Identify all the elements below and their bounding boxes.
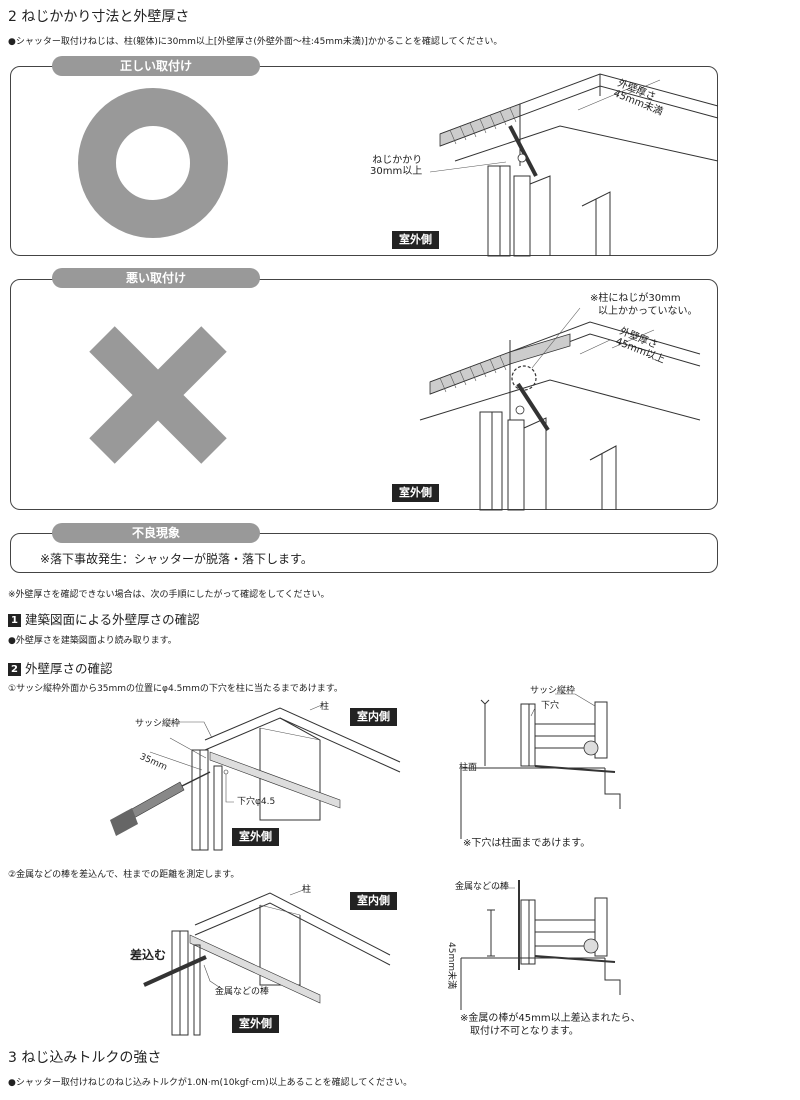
wrong-installation-diagram bbox=[419, 307, 701, 511]
step-2-heading: 2 外壁厚さの確認 bbox=[8, 658, 113, 677]
drill-diagram bbox=[110, 703, 401, 851]
drill-hole-label: 下穴φ4.5 bbox=[237, 797, 276, 807]
rod-insert-rod-label: 金属などの棒 bbox=[215, 987, 270, 997]
section-2-description: ●シャッター取付けねじは、柱(躯体)に30mm以上[外壁厚さ(外壁外面〜柱:45… bbox=[8, 37, 503, 47]
correct-installation-pill: 正しい取付け bbox=[52, 56, 260, 76]
section-3-heading: 3 ねじ込みトルクの強さ bbox=[8, 1050, 162, 1066]
step-2-sub1: ①サッシ縦枠外面から35mmの位置にφ4.5mmの下穴を柱に当たるまであけます。 bbox=[8, 684, 343, 694]
hole-section-sash-label: サッシ縦枠 bbox=[530, 686, 576, 696]
section-3-description: ●シャッター取付けねじのねじ込みトルクが1.0N·m(10kgf·cm)以上ある… bbox=[8, 1078, 413, 1088]
hole-section-diagram bbox=[460, 693, 621, 839]
wrong-installation-pill: 悪い取付け bbox=[52, 268, 260, 288]
step-2-number: 2 bbox=[8, 663, 21, 676]
correct-screw-label: ねじかかり 30mm以上 bbox=[370, 155, 422, 177]
correct-circle-icon bbox=[78, 88, 228, 238]
rod-section-note: ※金属の棒が45mm以上差込まれたら、 取付け不可となります。 bbox=[460, 1012, 641, 1038]
drill-inside-label: 室内側 bbox=[350, 708, 397, 726]
defect-pill: 不良現象 bbox=[52, 523, 260, 543]
step-1-number: 1 bbox=[8, 614, 21, 627]
section-2-heading: 2 ねじかかり寸法と外壁厚さ bbox=[8, 9, 190, 25]
drill-sash-label: サッシ縦枠 bbox=[135, 719, 181, 729]
rod-insert-action-label: 差込む bbox=[130, 948, 167, 962]
correct-installation-diagram bbox=[429, 73, 719, 257]
hole-section-note: ※下穴は柱面まであけます。 bbox=[463, 838, 591, 849]
rod-section-note-line1: ※金属の棒が45mm以上差込まれたら、 bbox=[460, 1013, 641, 1024]
rod-section-note-line2: 取付け不可となります。 bbox=[470, 1026, 579, 1037]
rod-section-diagram bbox=[460, 880, 621, 1010]
wrong-outside-label: 室外側 bbox=[392, 484, 439, 502]
rod-insert-outside-label: 室外側 bbox=[232, 1015, 279, 1033]
wrong-cross-icon bbox=[89, 326, 227, 464]
step-1-title: 建築図面による外壁厚さの確認 bbox=[25, 612, 200, 627]
step-1-description: ●外壁厚さを建築図面より読み取ります。 bbox=[8, 636, 177, 646]
unconfirmed-note: ※外壁厚さを確認できない場合は、次の手順にしたがって確認をしてください。 bbox=[8, 590, 330, 600]
wrong-note-line1: ※柱にねじが30mm bbox=[590, 293, 681, 304]
hole-section-hole-label: 下穴 bbox=[541, 701, 560, 711]
rod-insert-diagram bbox=[143, 888, 391, 1036]
drill-outside-label: 室外側 bbox=[232, 828, 279, 846]
defect-text: ※落下事故発生：シャッターが脱落・落下します。 bbox=[40, 552, 313, 566]
wrong-installation-panel bbox=[10, 279, 718, 510]
drill-pillar-label: 柱 bbox=[320, 702, 330, 712]
wrong-note: ※柱にねじが30mm 以上かかっていない。 bbox=[590, 292, 698, 318]
correct-screw-label-line1: ねじかかり bbox=[372, 155, 423, 166]
rod-section-rod-label: 金属などの棒 bbox=[455, 882, 510, 892]
wrong-note-line2: 以上かかっていない。 bbox=[598, 306, 698, 317]
step-2-title: 外壁厚さの確認 bbox=[25, 661, 113, 676]
correct-screw-label-line2: 30mm以上 bbox=[370, 166, 423, 177]
step-1-heading: 1 建築図面による外壁厚さの確認 bbox=[8, 609, 200, 628]
rod-section-dim-label: 45mm未満 bbox=[446, 942, 456, 989]
hole-section-face-label: 柱面 bbox=[459, 763, 478, 773]
rod-insert-inside-label: 室内側 bbox=[350, 892, 397, 910]
rod-insert-pillar-label: 柱 bbox=[302, 885, 312, 895]
step-2-sub2: ②金属などの棒を差込んで、柱までの距離を測定します。 bbox=[8, 870, 240, 880]
correct-outside-label: 室外側 bbox=[392, 231, 439, 249]
